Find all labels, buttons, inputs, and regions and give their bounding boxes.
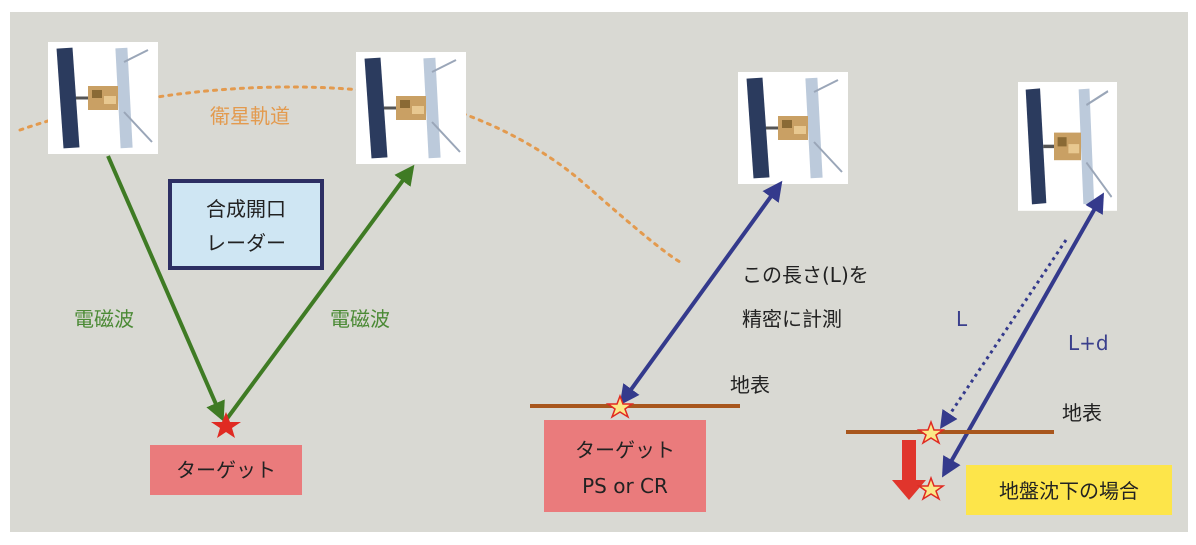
wave-arrow-up <box>224 164 415 422</box>
ground-label-right: 地表 <box>1062 401 1102 425</box>
target-box-left <box>150 445 302 495</box>
target-star-icon <box>916 419 946 445</box>
measure-label-line2: 精密に計測 <box>742 307 842 331</box>
sar-label-line2: レーダー <box>206 231 286 255</box>
target-star-icon <box>916 475 946 501</box>
satellite-icon <box>46 40 160 156</box>
target-star-icon <box>605 393 635 419</box>
wave-label-left: 電磁波 <box>74 307 134 331</box>
wave-label-right: 電磁波 <box>330 307 390 331</box>
subsidence-box <box>966 465 1172 515</box>
sar-box <box>168 179 324 270</box>
target-star-icon <box>211 412 241 438</box>
satellite-icon <box>736 70 850 186</box>
wave-arrow-down <box>106 155 225 422</box>
measure-label-line1: この長さ(L)を <box>742 263 869 287</box>
subsidence-arrow-icon <box>892 440 926 500</box>
orbit-label: 衛星軌道 <box>210 104 290 128</box>
subsidence-label: 地盤沈下の場合 <box>999 479 1139 503</box>
target-label-left: ターゲット <box>176 458 276 482</box>
measure-arrow <box>619 180 783 406</box>
target-label-mid-line1: ターゲット <box>575 438 675 462</box>
target-label-mid-line2: PS or CR <box>582 474 668 498</box>
distance-Ld-arrow <box>942 192 1104 478</box>
sar-label-line1: 合成開口 <box>206 197 286 221</box>
label-L-plus-d: L+d <box>1068 331 1109 355</box>
target-box-mid <box>544 420 706 512</box>
ground-label-mid: 地表 <box>730 373 770 397</box>
satellite-icon <box>354 50 468 166</box>
satellite-icon <box>1016 80 1119 213</box>
label-L: L <box>956 307 968 331</box>
